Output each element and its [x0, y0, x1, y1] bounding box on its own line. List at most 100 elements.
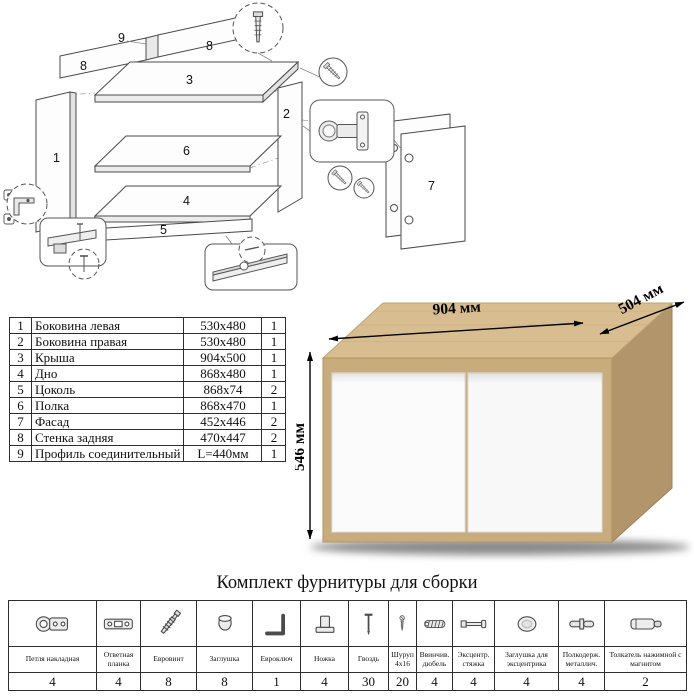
hardware-name: Эксцентр. стяжка — [452, 646, 495, 673]
hardware-name: Заглушка — [196, 646, 253, 673]
height-dimension-label: 546 мм — [295, 422, 308, 471]
hardware-name: Петля накладная — [8, 646, 97, 673]
part-name-cell: Полка — [30, 397, 185, 414]
part-number-cell: 5 — [9, 381, 32, 398]
part-label-8b: 8 — [206, 39, 213, 53]
back-panel-right — [157, 16, 241, 58]
detail-callouts — [6, 2, 395, 291]
hardware-qty: 20 — [388, 672, 417, 691]
screw-icon — [399, 614, 406, 631]
hardware-name: Ответная планка — [96, 646, 141, 673]
hardware-name: Шуруп 4x16 — [388, 646, 417, 673]
connecting-profile — [145, 34, 159, 61]
part-qty-cell: 2 — [261, 429, 287, 446]
nail-icon — [364, 613, 373, 635]
hardware-qty: 4 — [96, 672, 141, 691]
parts-table: 1 Боковина левая 530x480 1 2 Боковина пр… — [9, 317, 287, 462]
cabinet-left-door — [331, 372, 466, 533]
parts-table-row: 2 Боковина правая 530x480 1 — [9, 333, 287, 350]
part-qty-cell: 1 — [261, 397, 287, 414]
parts-table-row: 5 Цоколь 868x74 2 — [9, 381, 287, 398]
part-number-cell: 9 — [9, 445, 32, 462]
right-side-panel — [277, 81, 303, 213]
part-number-cell: 4 — [9, 365, 32, 382]
hardware-qty: 4 — [8, 672, 97, 691]
part-label-3: 3 — [186, 73, 193, 87]
hardware-qty: 4 — [452, 672, 495, 691]
parts-table-row: 4 Дно 868x480 1 — [9, 365, 287, 382]
hardware-qty: 1 — [252, 672, 301, 691]
part-name-cell: Боковина правая — [30, 333, 185, 350]
parts-table-row: 1 Боковина левая 530x480 1 — [9, 317, 287, 334]
part-label-5: 5 — [160, 223, 167, 237]
depth-dimension-arrow — [599, 301, 685, 335]
hardware-icons-row — [8, 600, 687, 647]
hardware-name: Заглушка для эксцентрика — [494, 646, 559, 673]
parts-table-row: 9 Профиль соединительный L=440мм 1 — [9, 445, 287, 462]
part-size-cell: 904x500 — [183, 349, 263, 366]
width-dimension-label: 904 мм — [432, 299, 482, 319]
foot-icon — [315, 615, 334, 633]
door-panel-front — [400, 125, 466, 250]
shelf-support-icon — [568, 617, 594, 630]
parts-table-row: 3 Крыша 904x500 1 — [9, 349, 287, 366]
part-qty-cell: 1 — [261, 349, 287, 366]
part-label-9: 9 — [118, 31, 125, 45]
part-qty-cell: 1 — [261, 445, 287, 462]
hardware-qty: 2 — [604, 672, 687, 691]
hinge-detail-box — [309, 99, 395, 163]
hardware-qty: 8 — [196, 672, 253, 691]
hardware-kit-title: Комплект фурнитуры для сборки — [216, 573, 478, 593]
hardware-name: Толкатель нажимной с магнитом — [604, 646, 687, 673]
part-label-4: 4 — [183, 194, 190, 208]
part-number-cell: 8 — [9, 429, 32, 446]
part-qty-cell: 1 — [261, 333, 287, 350]
part-size-cell: 470x447 — [183, 429, 263, 446]
part-label-6: 6 — [183, 144, 190, 158]
part-label-8a: 8 — [80, 59, 87, 73]
part-label-2: 2 — [283, 107, 290, 121]
hardware-qty: 4 — [300, 672, 349, 691]
hinge-icon — [35, 615, 68, 632]
cabinet-shadow — [310, 539, 690, 555]
part-name-cell: Цоколь — [30, 381, 185, 398]
part-size-cell: 868x74 — [183, 381, 263, 398]
part-number-cell: 1 — [9, 317, 32, 334]
dimension-lines — [307, 301, 685, 540]
parts-table-row: 7 Фасад 452x446 2 — [9, 413, 287, 430]
cam-cap-icon — [517, 615, 536, 632]
exploded-diagram: 9 8 8 3 1 2 6 4 5 7 — [3, 2, 466, 291]
striker-plate-icon — [103, 618, 134, 629]
part-qty-cell: 2 — [261, 381, 287, 398]
part-name-cell: Дно — [30, 365, 185, 382]
hardware-name: Ввинчив. дюбель — [416, 646, 453, 673]
part-name-cell: Боковина левая — [30, 317, 185, 334]
hardware-qty-row: 4 4 8 8 1 4 30 20 4 4 4 4 2 — [8, 672, 687, 691]
hardware-name: Евроключ — [252, 646, 301, 673]
hex-key-icon — [264, 613, 285, 635]
part-size-cell: 530x480 — [183, 317, 263, 334]
profile-detail-callout — [204, 236, 298, 291]
cam-bolt-icon — [460, 619, 487, 628]
part-name-cell: Стенка задняя — [30, 429, 185, 446]
part-qty-cell: 2 — [261, 413, 287, 430]
hardware-name: Ножка — [300, 646, 349, 673]
parts-table-row: 6 Полка 868x470 1 — [9, 397, 287, 414]
part-size-cell: 868x480 — [183, 365, 263, 382]
part-number-cell: 6 — [9, 397, 32, 414]
corner-detail-callout — [6, 183, 107, 280]
part-size-cell: 868x470 — [183, 397, 263, 414]
hardware-qty: 4 — [494, 672, 559, 691]
left-door-shade — [332, 373, 465, 383]
hardware-qty: 4 — [416, 672, 453, 691]
confirmat-screw-icon — [160, 608, 181, 634]
hardware-names-row: Петля накладная Ответная планка Евровинт… — [8, 646, 687, 673]
part-size-cell: L=440мм — [183, 445, 263, 462]
part-label-7: 7 — [428, 179, 435, 193]
part-number-labels: 9 8 8 3 1 2 6 4 5 7 — [53, 31, 435, 237]
hardware-name: Евровинт — [140, 646, 197, 673]
part-number-cell: 3 — [9, 349, 32, 366]
part-name-cell: Профиль соединительный — [30, 445, 185, 462]
hardware-qty: 8 — [140, 672, 197, 691]
